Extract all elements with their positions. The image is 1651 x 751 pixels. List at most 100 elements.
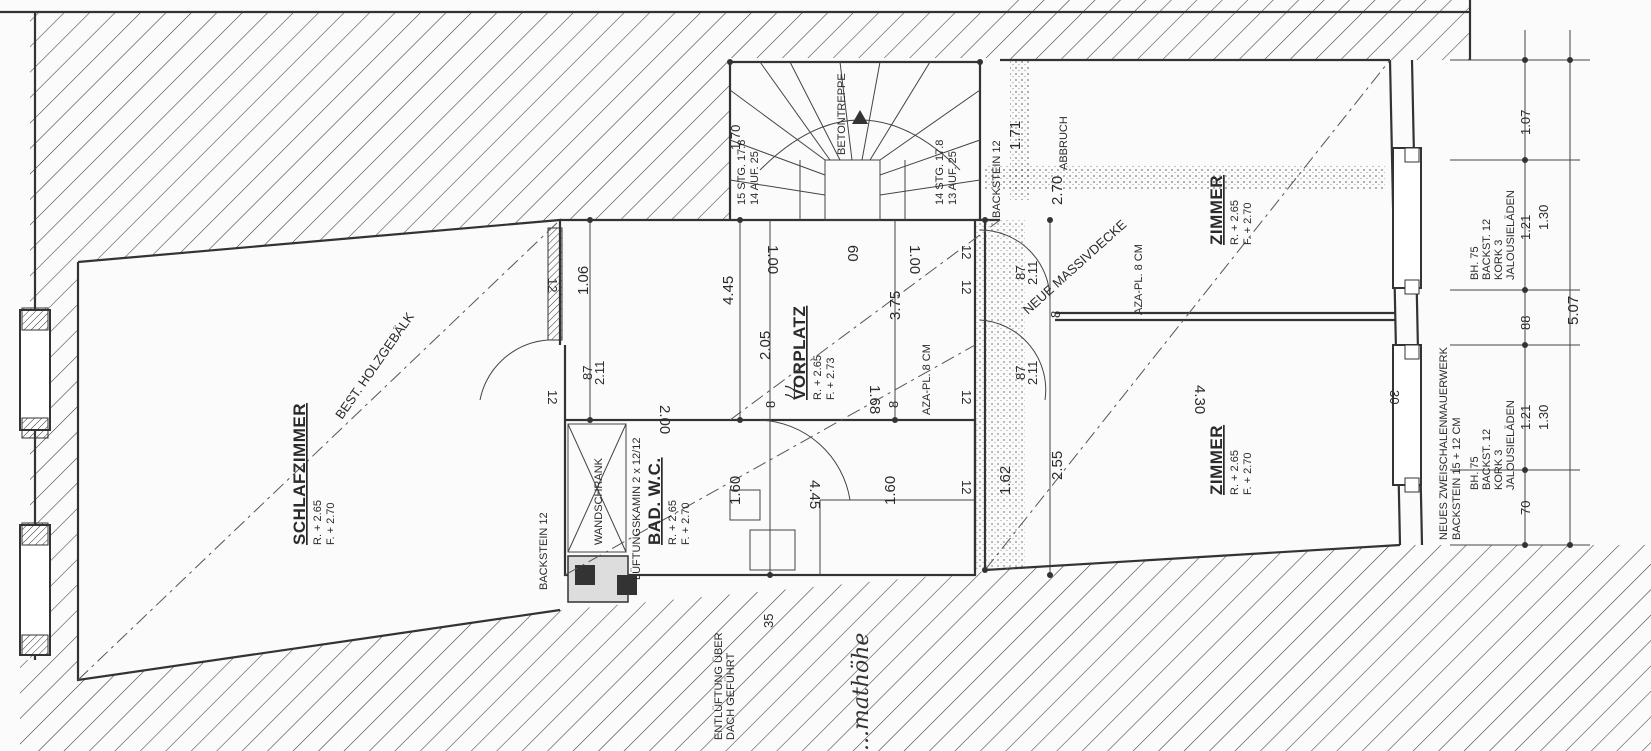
- windows-right: [1392, 147, 1422, 493]
- svg-text:3.75: 3.75: [887, 291, 904, 320]
- dimension-texts: 1.06 2.05 4.45 3.75 2.00 1.68 1.00 60 1.…: [545, 110, 1582, 628]
- svg-text:1.30: 1.30: [1536, 405, 1551, 430]
- svg-text:1.68: 1.68: [866, 385, 883, 414]
- svg-text:JALOUSIELÄDEN: JALOUSIELÄDEN: [1505, 400, 1517, 490]
- svg-text:2.55: 2.55: [1049, 451, 1066, 480]
- backstein-left-label: BACKSTEIN 12: [538, 512, 550, 590]
- svg-text:12: 12: [959, 245, 974, 259]
- backstein-top-label: BACKSTEIN 12: [991, 140, 1003, 218]
- svg-text:1.60: 1.60: [882, 476, 899, 505]
- zimmer-floor: AZA-PL. 8 CM: [1133, 244, 1145, 315]
- svg-text:4.45: 4.45: [806, 480, 823, 509]
- room-height-f: F. + 2.70: [325, 502, 337, 545]
- svg-text:2.70: 2.70: [1049, 176, 1066, 205]
- svg-text:1.30: 1.30: [1536, 205, 1551, 230]
- room-bad: BAD. W.C. R. + 2.65 F. + 2.70: [645, 457, 692, 545]
- room-vorplatz: VORPLATZ R. + 2.65 F. + 2.73: [790, 306, 837, 400]
- windows-left: [19, 307, 51, 656]
- svg-text:KORK 3: KORK 3: [1493, 450, 1505, 490]
- svg-text:1.21: 1.21: [1518, 405, 1533, 430]
- new-slab-strip-1: [985, 165, 1385, 190]
- svg-text:1.71: 1.71: [1007, 121, 1024, 150]
- svg-text:4.30: 4.30: [1191, 385, 1208, 414]
- svg-text:87: 87: [580, 366, 595, 380]
- svg-text:35: 35: [761, 614, 776, 628]
- room-height-f: F. + 2.70: [1242, 452, 1254, 495]
- room-height-f: F. + 2.70: [1242, 202, 1254, 245]
- beam-note: BEST. HOLZGEBÄLK: [332, 309, 417, 421]
- svg-text:1.21: 1.21: [1518, 215, 1533, 240]
- svg-text:30: 30: [1387, 390, 1402, 404]
- treppe-label: BETONTREPPE: [836, 73, 848, 155]
- svg-text:BH. 75: BH. 75: [1469, 246, 1481, 280]
- svg-text:BACKST. 12: BACKST. 12: [1481, 429, 1493, 490]
- room-name: ZIMMER: [1207, 425, 1226, 495]
- window-spec-bottom: BH. 75 BACKST. 12 KORK 3 JALOUSIELÄDEN: [1469, 400, 1517, 490]
- handwritten-note: ...mathöhe: [849, 633, 874, 751]
- masonry-top-right: [1000, 0, 1470, 60]
- room-height-r: R. + 2.65: [1229, 200, 1241, 245]
- wandschrank-label: WANDSCHRANK: [593, 457, 605, 545]
- svg-text:8: 8: [1048, 311, 1063, 318]
- room-height-f: F. + 2.73: [825, 357, 837, 400]
- svg-text:KORK 3: KORK 3: [1493, 240, 1505, 280]
- partition-wall: [547, 227, 563, 341]
- svg-text:87: 87: [1013, 366, 1028, 380]
- room-name: SCHLAFZIMMER: [290, 403, 309, 545]
- svg-text:87: 87: [1013, 266, 1028, 280]
- room-name: BAD. W.C.: [645, 457, 664, 545]
- svg-text:77: 77: [781, 383, 798, 400]
- svg-text:2.11: 2.11: [1025, 361, 1040, 385]
- svg-text:70: 70: [1518, 501, 1533, 515]
- stair: [729, 61, 981, 221]
- room-schlafzimmer: SCHLAFZIMMER R. + 2.65 F. + 2.70: [290, 403, 337, 545]
- entlueftung-label-2: DACH GEFÜHRT: [725, 653, 737, 740]
- svg-text:1.00: 1.00: [764, 245, 781, 274]
- svg-text:12: 12: [959, 480, 974, 494]
- svg-text:1.00: 1.00: [906, 245, 923, 274]
- svg-text:8: 8: [763, 401, 778, 408]
- stair-steps-2b: 13 AUF. 25: [947, 151, 959, 205]
- room-name: VORPLATZ: [790, 306, 809, 400]
- svg-text:12: 12: [545, 390, 560, 404]
- chimney-label: LÜFTUNGSKAMIN 2 x 12/12: [631, 438, 643, 580]
- svg-text:12: 12: [959, 390, 974, 404]
- room-height-f: F. + 2.70: [680, 502, 692, 545]
- svg-text:4.45: 4.45: [720, 276, 737, 305]
- svg-text:1.70: 1.70: [728, 125, 743, 150]
- svg-text:60: 60: [844, 245, 861, 262]
- room-height-r: R. + 2.65: [312, 500, 324, 545]
- window-spec-top: BH. 75 BACKST. 12 KORK 3 JALOUSIELÄDEN: [1469, 190, 1517, 280]
- entlueftung-label-1: ENTLÜFTUNG ÜBER: [713, 632, 725, 740]
- svg-text:12: 12: [545, 278, 560, 292]
- svg-text:1.06: 1.06: [575, 266, 592, 295]
- svg-text:2.11: 2.11: [592, 361, 607, 385]
- svg-text:5.07: 5.07: [1565, 296, 1582, 325]
- room-height-r: R. + 2.65: [667, 500, 679, 545]
- svg-text:12: 12: [959, 280, 974, 294]
- stair-steps-1b: 14 AUF. 25: [749, 151, 761, 205]
- room-zimmer-bottom: ZIMMER R. + 2.65 F. + 2.70: [1207, 425, 1254, 495]
- dimension-lines: [587, 30, 1590, 578]
- svg-text:1.62: 1.62: [997, 466, 1014, 495]
- abbruch-label: ABBRUCH: [1058, 116, 1070, 170]
- masonry-bottom: [20, 545, 1651, 751]
- mauerwerk-label-2: BACKSTEIN 15 + 12 CM: [1451, 417, 1463, 540]
- svg-text:2.05: 2.05: [757, 331, 774, 360]
- svg-text:2.11: 2.11: [1025, 261, 1040, 285]
- svg-text:BACKST. 12: BACKST. 12: [1481, 219, 1493, 280]
- new-slab-strip-3: [1010, 60, 1030, 200]
- room-name: ZIMMER: [1207, 175, 1226, 245]
- svg-text:1.60: 1.60: [727, 476, 744, 505]
- vorplatz-floor: AZA-PL. 8 CM: [921, 344, 933, 415]
- new-slab-strip-2: [975, 220, 1025, 570]
- room-height-r: R. + 2.65: [812, 355, 824, 400]
- svg-text:2.00: 2.00: [656, 405, 673, 434]
- room-height-r: R. + 2.65: [1229, 450, 1241, 495]
- svg-text:BH. 75: BH. 75: [1469, 456, 1481, 490]
- stair-steps-2: 14 STG. 17.8: [934, 140, 946, 205]
- svg-text:8: 8: [886, 401, 901, 408]
- svg-text:88: 88: [1518, 316, 1533, 330]
- stair-steps-1: 15 STG. 17.6: [736, 140, 748, 205]
